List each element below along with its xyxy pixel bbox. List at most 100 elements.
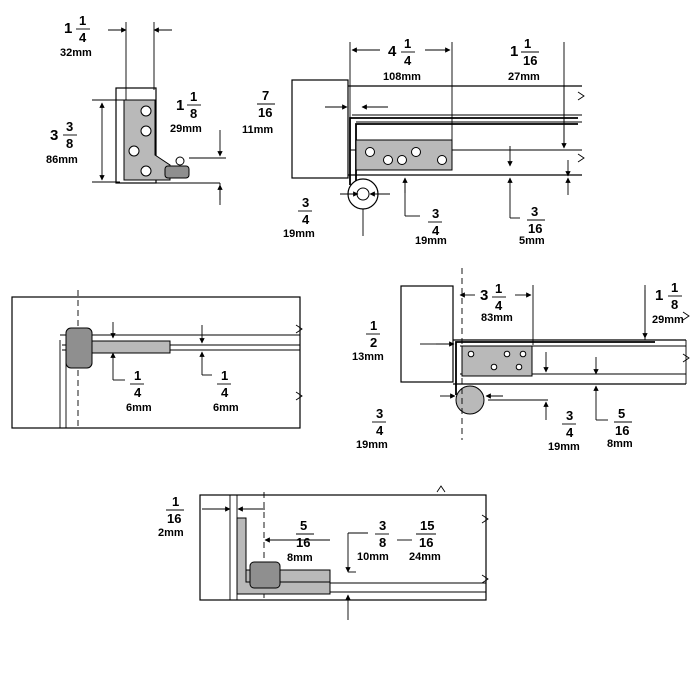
dim-br-num: 3 <box>531 204 538 219</box>
pivot-block <box>164 165 190 179</box>
screw-icon <box>467 350 475 358</box>
dim-b-num: 1 <box>221 368 228 383</box>
dim-bm-den: 4 <box>432 223 440 238</box>
dim-left-num: 7 <box>262 88 269 103</box>
dim-height-mm: 86mm <box>46 154 78 166</box>
screw-icon <box>128 145 140 157</box>
dim-c-den: 8 <box>379 535 386 550</box>
dim-top-mm: 83mm <box>481 312 513 324</box>
dim-height-den: 8 <box>66 136 73 151</box>
dim-offset-den: 8 <box>190 106 197 121</box>
dim-d-num: 15 <box>420 518 434 533</box>
dim-bm-mm: 19mm <box>548 441 580 453</box>
hinge-plate <box>123 99 171 181</box>
dim-b-mm: 6mm <box>213 402 239 414</box>
dim-bl-num: 3 <box>302 195 309 210</box>
dim-right-mm: 27mm <box>508 71 540 83</box>
break-mark <box>577 91 585 163</box>
screw-icon <box>503 350 511 358</box>
dim-br-num: 5 <box>618 406 625 421</box>
screw-icon <box>140 165 152 177</box>
break-mark <box>481 514 489 584</box>
dim-offset-whole: 1 <box>176 97 184 114</box>
screw-icon <box>383 155 393 165</box>
dim-width-den: 4 <box>79 30 87 45</box>
screw-icon <box>490 363 498 371</box>
dim-bl-mm: 19mm <box>356 439 388 451</box>
dim-width-whole: 1 <box>64 20 72 37</box>
dim-bm-num: 3 <box>432 206 439 221</box>
dim-height-whole: 3 <box>50 127 58 144</box>
pivot-pin-icon <box>356 187 370 201</box>
pivot-circle <box>455 385 485 415</box>
dim-right-den: 16 <box>523 53 537 68</box>
dim-a-den: 4 <box>134 385 142 400</box>
screw-icon <box>365 147 375 157</box>
dim-width-num: 1 <box>79 13 86 28</box>
screw-icon <box>140 105 152 117</box>
dim-top-den: 4 <box>495 298 503 313</box>
dim-right-mm: 29mm <box>652 314 684 326</box>
dim-bm-den: 4 <box>566 425 574 440</box>
pivot-block <box>249 561 281 589</box>
dim-left-num: 1 <box>370 318 377 333</box>
dim-width-mm: 32mm <box>60 47 92 59</box>
dim-bl-num: 3 <box>376 406 383 421</box>
dim-top-mm: 108mm <box>383 71 421 83</box>
pivot-block <box>65 327 93 369</box>
dim-offset-mm: 29mm <box>170 123 202 135</box>
dim-b-mm: 8mm <box>287 552 313 564</box>
break-mark <box>436 485 446 493</box>
frame-block <box>291 79 349 179</box>
dim-top-whole: 4 <box>388 43 397 60</box>
break-mark <box>295 324 303 401</box>
dim-top-num: 1 <box>495 281 502 296</box>
diagram-5-side-view: 1 16 2mm 5 16 8mm 3 8 10mm 15 16 24mm <box>158 485 489 620</box>
dim-a-den: 16 <box>167 511 181 526</box>
dim-b-den: 16 <box>296 535 310 550</box>
screw-icon <box>397 155 407 165</box>
dim-right-num: 1 <box>524 36 531 51</box>
dim-top-den: 4 <box>404 53 412 68</box>
bracket-outline <box>455 341 655 395</box>
diagram-1-front-view: 1 1 4 32mm 3 3 8 86mm 1 1 8 29mm <box>46 13 226 205</box>
dim-top-num: 1 <box>404 36 411 51</box>
dim-offset-num: 1 <box>190 89 197 104</box>
dim-top-whole: 3 <box>480 287 488 304</box>
screw-icon <box>515 363 523 371</box>
frame-block <box>400 285 454 383</box>
dim-bl-den: 4 <box>302 212 310 227</box>
dim-b-num: 5 <box>300 518 307 533</box>
screw-icon <box>519 350 527 358</box>
dim-left-den: 2 <box>370 335 377 350</box>
diagram-3-side-view: 1 4 6mm 1 4 6mm <box>11 290 303 429</box>
dim-bm-mm: 19mm <box>415 235 447 247</box>
dim-br-mm: 8mm <box>607 438 633 450</box>
dim-br-den: 16 <box>615 423 629 438</box>
dim-a-num: 1 <box>134 368 141 383</box>
dim-right-whole: 1 <box>510 43 518 60</box>
dim-c-mm: 10mm <box>357 551 389 563</box>
dim-bm-num: 3 <box>566 408 573 423</box>
dim-br-den: 16 <box>528 221 542 236</box>
dim-left-den: 16 <box>258 105 272 120</box>
dim-right-den: 8 <box>671 297 678 312</box>
dim-bl-den: 4 <box>376 423 384 438</box>
diagram-2-top-view: 4 1 4 108mm 1 1 16 27mm 7 16 11mm 3 4 19… <box>242 36 585 247</box>
dim-height-num: 3 <box>66 119 73 134</box>
dim-b-den: 4 <box>221 385 229 400</box>
dim-d-mm: 24mm <box>409 551 441 563</box>
dim-left-mm: 11mm <box>242 124 273 136</box>
dim-right-num: 1 <box>671 280 678 295</box>
dim-br-mm: 5mm <box>519 235 545 247</box>
screw-icon <box>437 155 447 165</box>
hinge-plate <box>461 345 533 377</box>
dim-bl-mm: 19mm <box>283 228 315 240</box>
dim-a-num: 1 <box>172 494 179 509</box>
dim-d-den: 16 <box>419 535 433 550</box>
dim-a-mm: 2mm <box>158 527 184 539</box>
dim-right-whole: 1 <box>655 287 663 304</box>
screw-icon <box>140 125 152 137</box>
dim-left-mm: 13mm <box>352 351 384 363</box>
